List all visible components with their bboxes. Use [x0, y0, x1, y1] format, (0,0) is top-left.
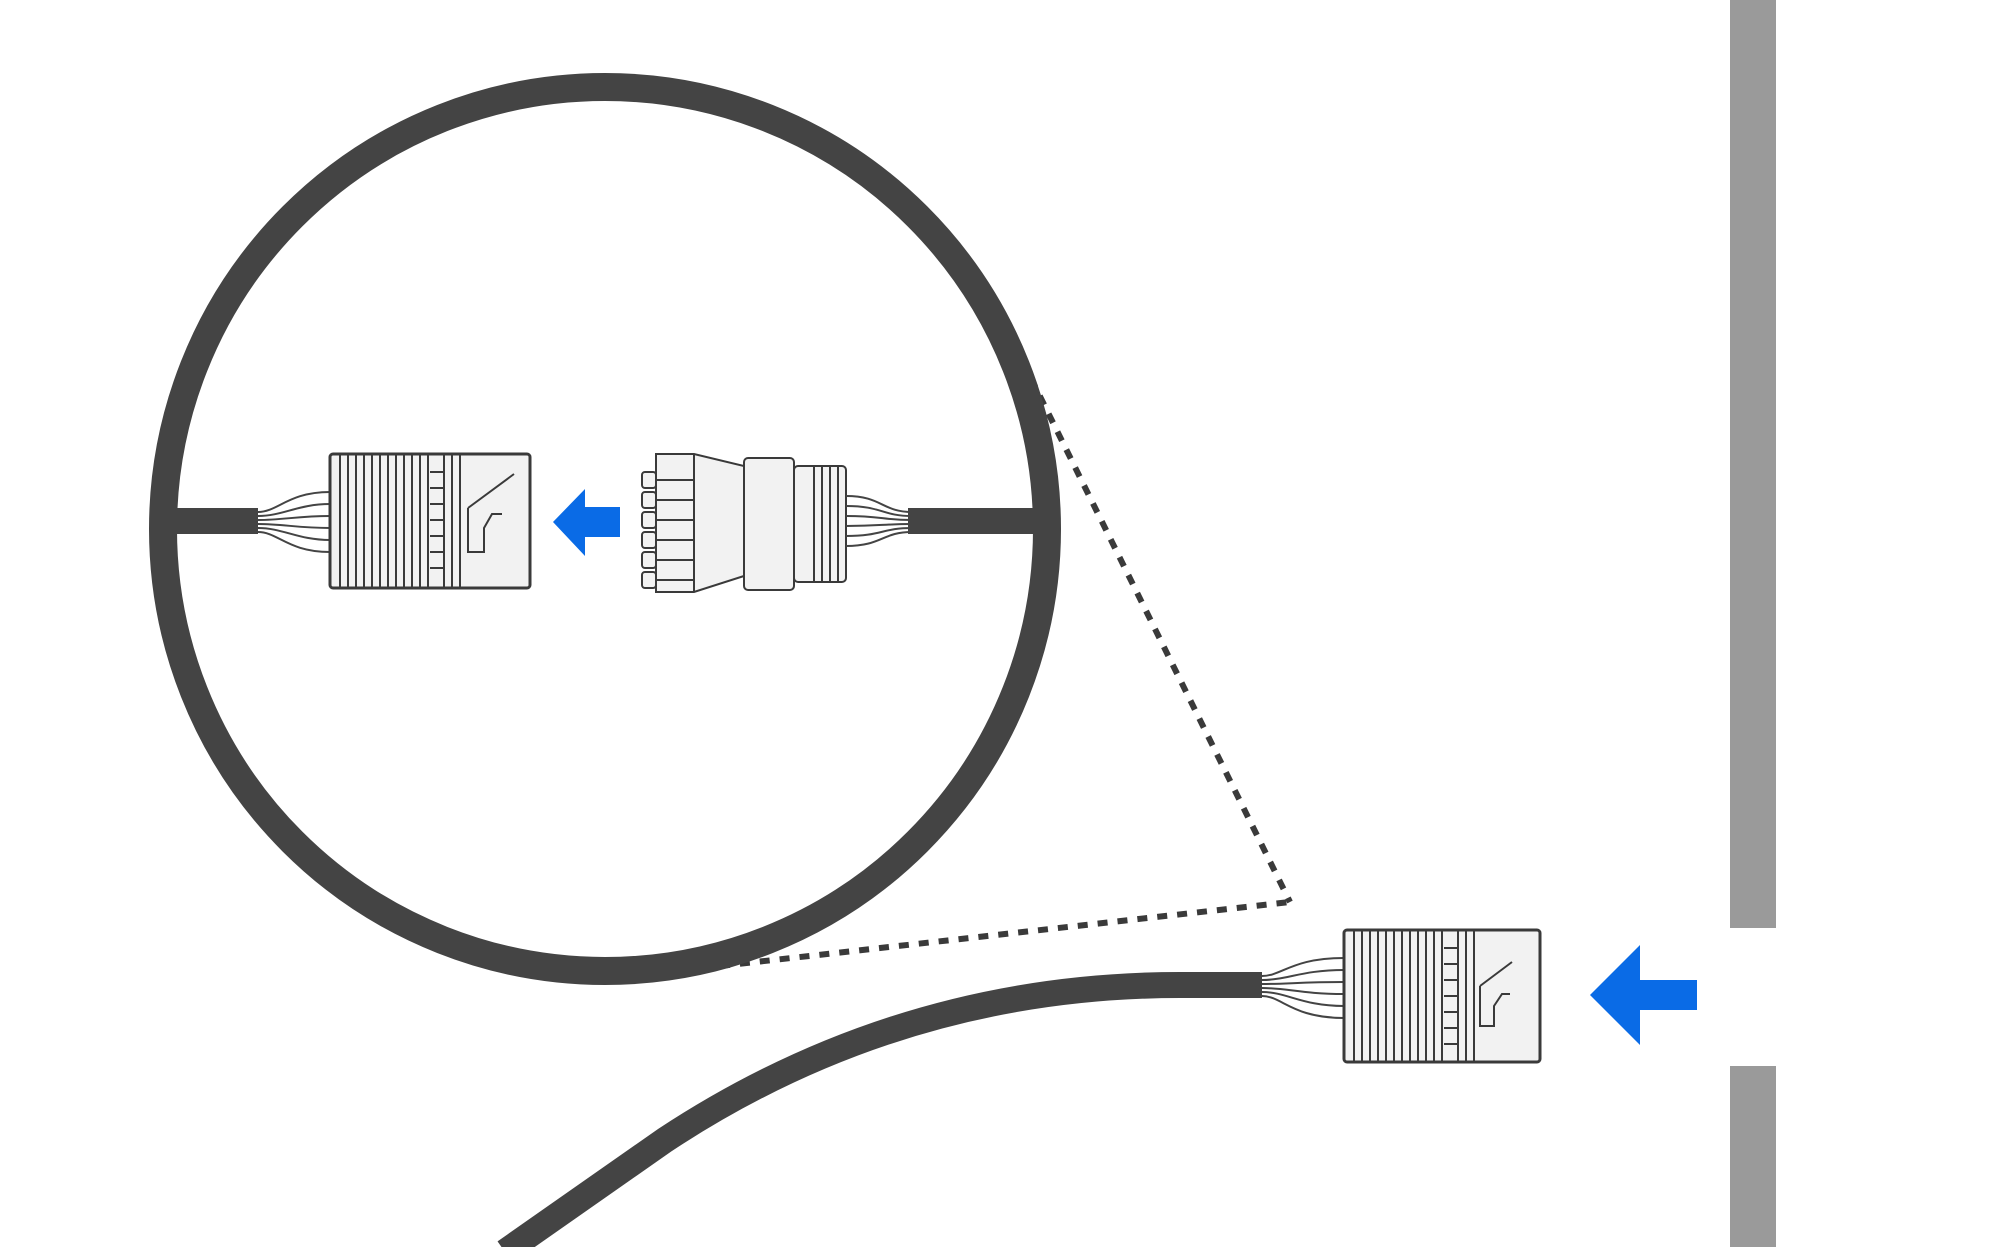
rj45-coupler-zoom	[257, 452, 532, 590]
insert-arrow-zoom	[553, 489, 620, 556]
zoom-coupler-latch	[467, 473, 515, 553]
rj45-coupler-main	[1261, 928, 1542, 1064]
plug-front-lines	[656, 454, 695, 592]
plug-collar	[743, 457, 795, 591]
coupler-wires	[1261, 957, 1345, 1019]
insert-arrow-main	[1590, 945, 1697, 1045]
wall-lower-segment	[1730, 1066, 1776, 1247]
coupler-latch	[1479, 961, 1513, 1027]
plug-contacts	[641, 471, 657, 589]
rj45-plug-zoom	[641, 453, 913, 593]
coupler-ribs	[1353, 930, 1475, 1062]
plug-wires	[845, 495, 913, 547]
callout-line-upper	[1019, 358, 1293, 904]
plug-boot	[793, 465, 847, 583]
plug-front-body	[655, 453, 745, 593]
wall-upper-segment	[1730, 0, 1776, 928]
plug-boot-ribs	[813, 466, 839, 582]
callout-line-lower	[719, 899, 1291, 969]
zoom-coupler-ribs	[339, 454, 461, 588]
zoom-coupler-wires	[257, 491, 331, 553]
main-cable	[497, 972, 1262, 1247]
wall	[1730, 0, 1776, 1247]
zoom-callout-lines	[719, 358, 1293, 969]
